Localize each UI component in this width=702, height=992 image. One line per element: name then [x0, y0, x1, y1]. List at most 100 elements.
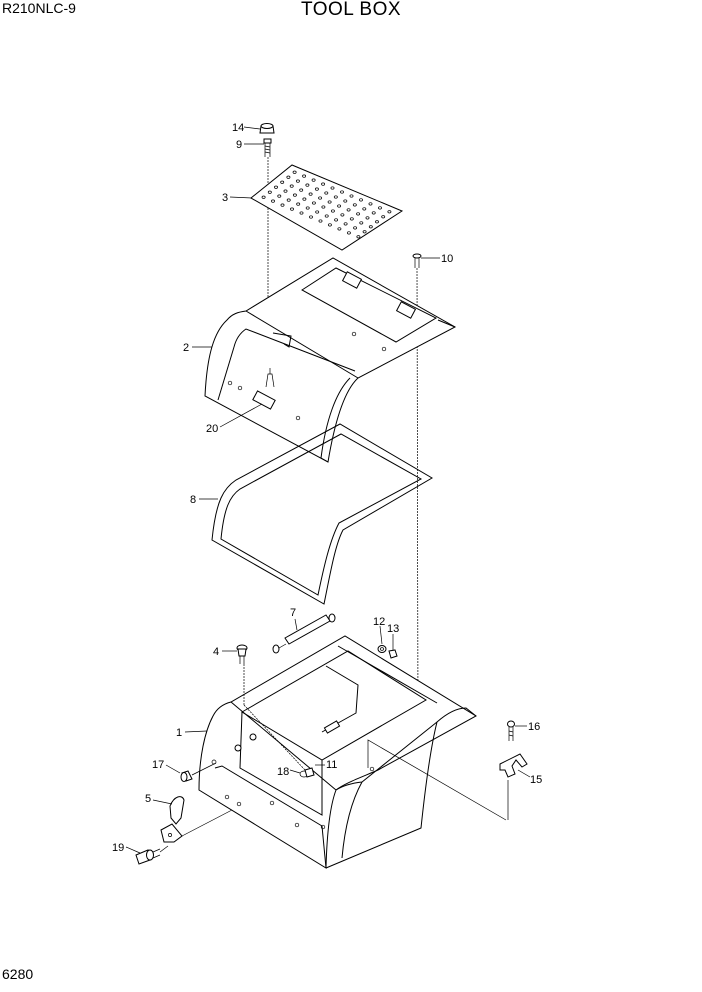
model-code: R210NLC-9 — [2, 0, 76, 16]
mat-hole — [302, 197, 307, 201]
mat-hole — [330, 186, 335, 190]
part-15-bracket — [499, 753, 528, 778]
mat-hole — [349, 217, 354, 221]
mat-hole — [305, 183, 310, 187]
mat-hole — [321, 182, 326, 186]
mat-hole — [337, 227, 342, 231]
part-11-nut — [304, 767, 315, 778]
mat-hole — [299, 188, 304, 192]
mat-hole — [334, 218, 339, 222]
mat-hole — [286, 175, 291, 179]
mat-hole — [352, 203, 357, 207]
mat-hole — [290, 207, 294, 211]
part-4-bolt — [236, 644, 248, 664]
mat-hole — [371, 211, 376, 215]
mat-hole — [346, 231, 351, 235]
mat-hole — [292, 193, 297, 197]
mat-hole — [365, 216, 370, 220]
mat-hole — [343, 222, 348, 226]
callout-15: 15 — [530, 774, 542, 786]
mat-holes — [261, 170, 392, 239]
callout-20: 20 — [206, 423, 218, 435]
part-1-box-body — [198, 635, 477, 869]
mat-hole — [327, 223, 332, 227]
mat-hole — [362, 230, 367, 234]
mat-hole — [327, 200, 332, 204]
mat-hole — [315, 210, 320, 214]
mat-hole — [292, 170, 297, 174]
callout-3: 3 — [222, 192, 228, 204]
callout-8: 8 — [190, 494, 196, 506]
mat-hole — [381, 215, 386, 219]
mat-hole — [324, 191, 329, 195]
part-14-knob — [259, 123, 275, 134]
mat-hole — [378, 206, 382, 210]
callout-13: 13 — [387, 623, 399, 635]
mat-hole — [318, 196, 323, 200]
leader-lines — [125, 126, 531, 854]
mat-hole — [308, 192, 313, 196]
mat-hole — [318, 219, 323, 223]
mat-hole — [368, 225, 373, 229]
mat-hole — [356, 212, 361, 216]
mat-hole — [362, 207, 367, 211]
mat-hole — [337, 204, 342, 208]
mat-hole — [368, 202, 373, 206]
mat-hole — [299, 211, 304, 215]
mat-hole — [356, 235, 361, 239]
part-2-lid — [204, 257, 457, 463]
page-number: 6280 — [2, 966, 34, 982]
callout-5: 5 — [145, 793, 151, 805]
page-title: TOOL BOX — [300, 0, 402, 20]
mat-hole — [271, 199, 275, 203]
mat-hole — [289, 184, 294, 188]
mat-hole — [340, 213, 345, 217]
part-19-bolt — [135, 848, 161, 865]
mat-hole — [267, 190, 272, 194]
mat-hole — [280, 180, 285, 184]
part-17-bolt — [180, 770, 193, 782]
part-3-mat — [250, 164, 404, 251]
mat-hole — [277, 194, 282, 198]
part-12-washer — [377, 645, 387, 653]
callout-16: 16 — [528, 721, 540, 733]
part-10-bolt — [412, 253, 422, 268]
callout-2: 2 — [183, 342, 189, 354]
callout-4: 4 — [213, 646, 219, 658]
mat-hole — [321, 205, 326, 209]
mat-hole — [314, 187, 319, 191]
mat-hole — [346, 208, 351, 212]
mat-hole — [340, 190, 344, 194]
callout-14: 14 — [232, 122, 244, 134]
callout-17: 17 — [152, 759, 164, 771]
callout-18: 18 — [277, 766, 289, 778]
callout-1: 1 — [176, 727, 182, 739]
part-8-seal — [211, 423, 433, 605]
callout-7: 7 — [290, 607, 296, 619]
mat-hole — [359, 198, 363, 202]
mat-hole — [330, 209, 335, 213]
part-16-bolt — [507, 720, 515, 741]
part-5-latch — [160, 796, 185, 843]
callout-19: 19 — [112, 842, 124, 854]
callout-12: 12 — [373, 616, 385, 628]
mat-hole — [324, 214, 329, 218]
mat-hole — [311, 178, 316, 182]
callout-labels: 14 9 3 10 2 20 8 7 12 13 4 1 16 17 18 11… — [112, 122, 542, 854]
part-9-bolt — [263, 138, 272, 157]
mat-hole — [302, 174, 307, 178]
part-7-gas-spring — [272, 613, 336, 654]
mat-hole — [311, 201, 316, 205]
callout-10: 10 — [441, 253, 453, 265]
mat-hole — [261, 195, 266, 199]
mat-hole — [349, 194, 354, 198]
mat-hole — [353, 226, 358, 230]
mat-hole — [286, 198, 291, 202]
mat-hole — [295, 179, 300, 183]
mat-hole — [280, 203, 285, 207]
mat-hole — [359, 221, 364, 225]
mat-hole — [309, 215, 313, 219]
mat-hole — [387, 210, 392, 214]
part-13-nut — [388, 649, 398, 659]
